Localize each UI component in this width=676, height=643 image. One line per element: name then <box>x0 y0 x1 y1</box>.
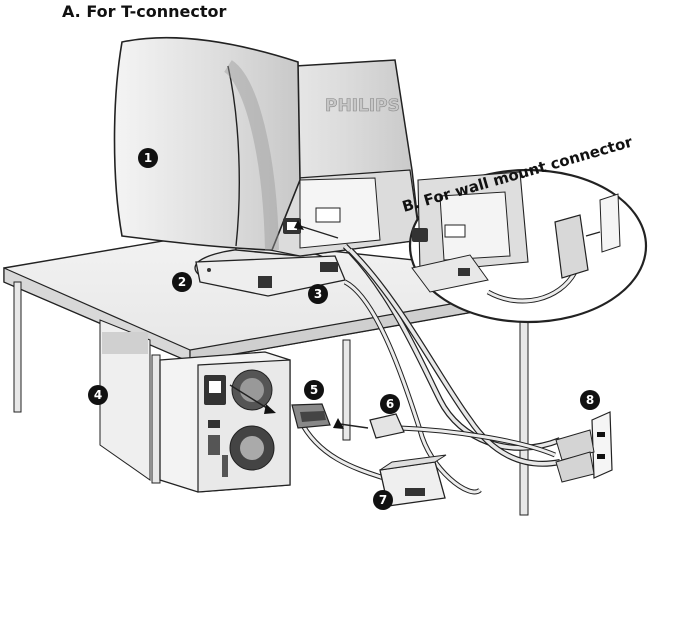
svg-text:6: 6 <box>386 397 394 411</box>
wall-outlet <box>555 411 613 483</box>
brand-logo: PHILIPS <box>325 96 400 116</box>
callout-1: 1 <box>138 148 158 168</box>
svg-text:5: 5 <box>310 383 318 397</box>
callout-6: 6 <box>380 394 400 414</box>
callout-7: 7 <box>373 490 393 510</box>
svg-text:7: 7 <box>379 493 387 507</box>
callout-2: 2 <box>172 272 192 292</box>
power-cable-plug <box>333 413 405 439</box>
callout-5: 5 <box>304 380 324 400</box>
svg-text:3: 3 <box>314 287 322 301</box>
power-adapter <box>379 454 447 507</box>
monitor: PHILIPS <box>113 36 421 297</box>
callout-3: 3 <box>308 284 328 304</box>
t-connector-plug <box>291 403 331 429</box>
svg-text:1: 1 <box>144 151 152 165</box>
table <box>3 235 529 516</box>
svg-text:8: 8 <box>586 393 594 407</box>
svg-text:2: 2 <box>178 275 186 289</box>
wall-mount-inset: B. For wall mount connector <box>400 133 648 324</box>
heading-t-connector: A. For T-connector <box>62 2 227 21</box>
callout-4: 4 <box>88 385 108 405</box>
callout-8: 8 <box>580 390 600 410</box>
svg-text:4: 4 <box>94 388 102 402</box>
computer-tower <box>159 351 291 493</box>
cables <box>297 243 562 495</box>
